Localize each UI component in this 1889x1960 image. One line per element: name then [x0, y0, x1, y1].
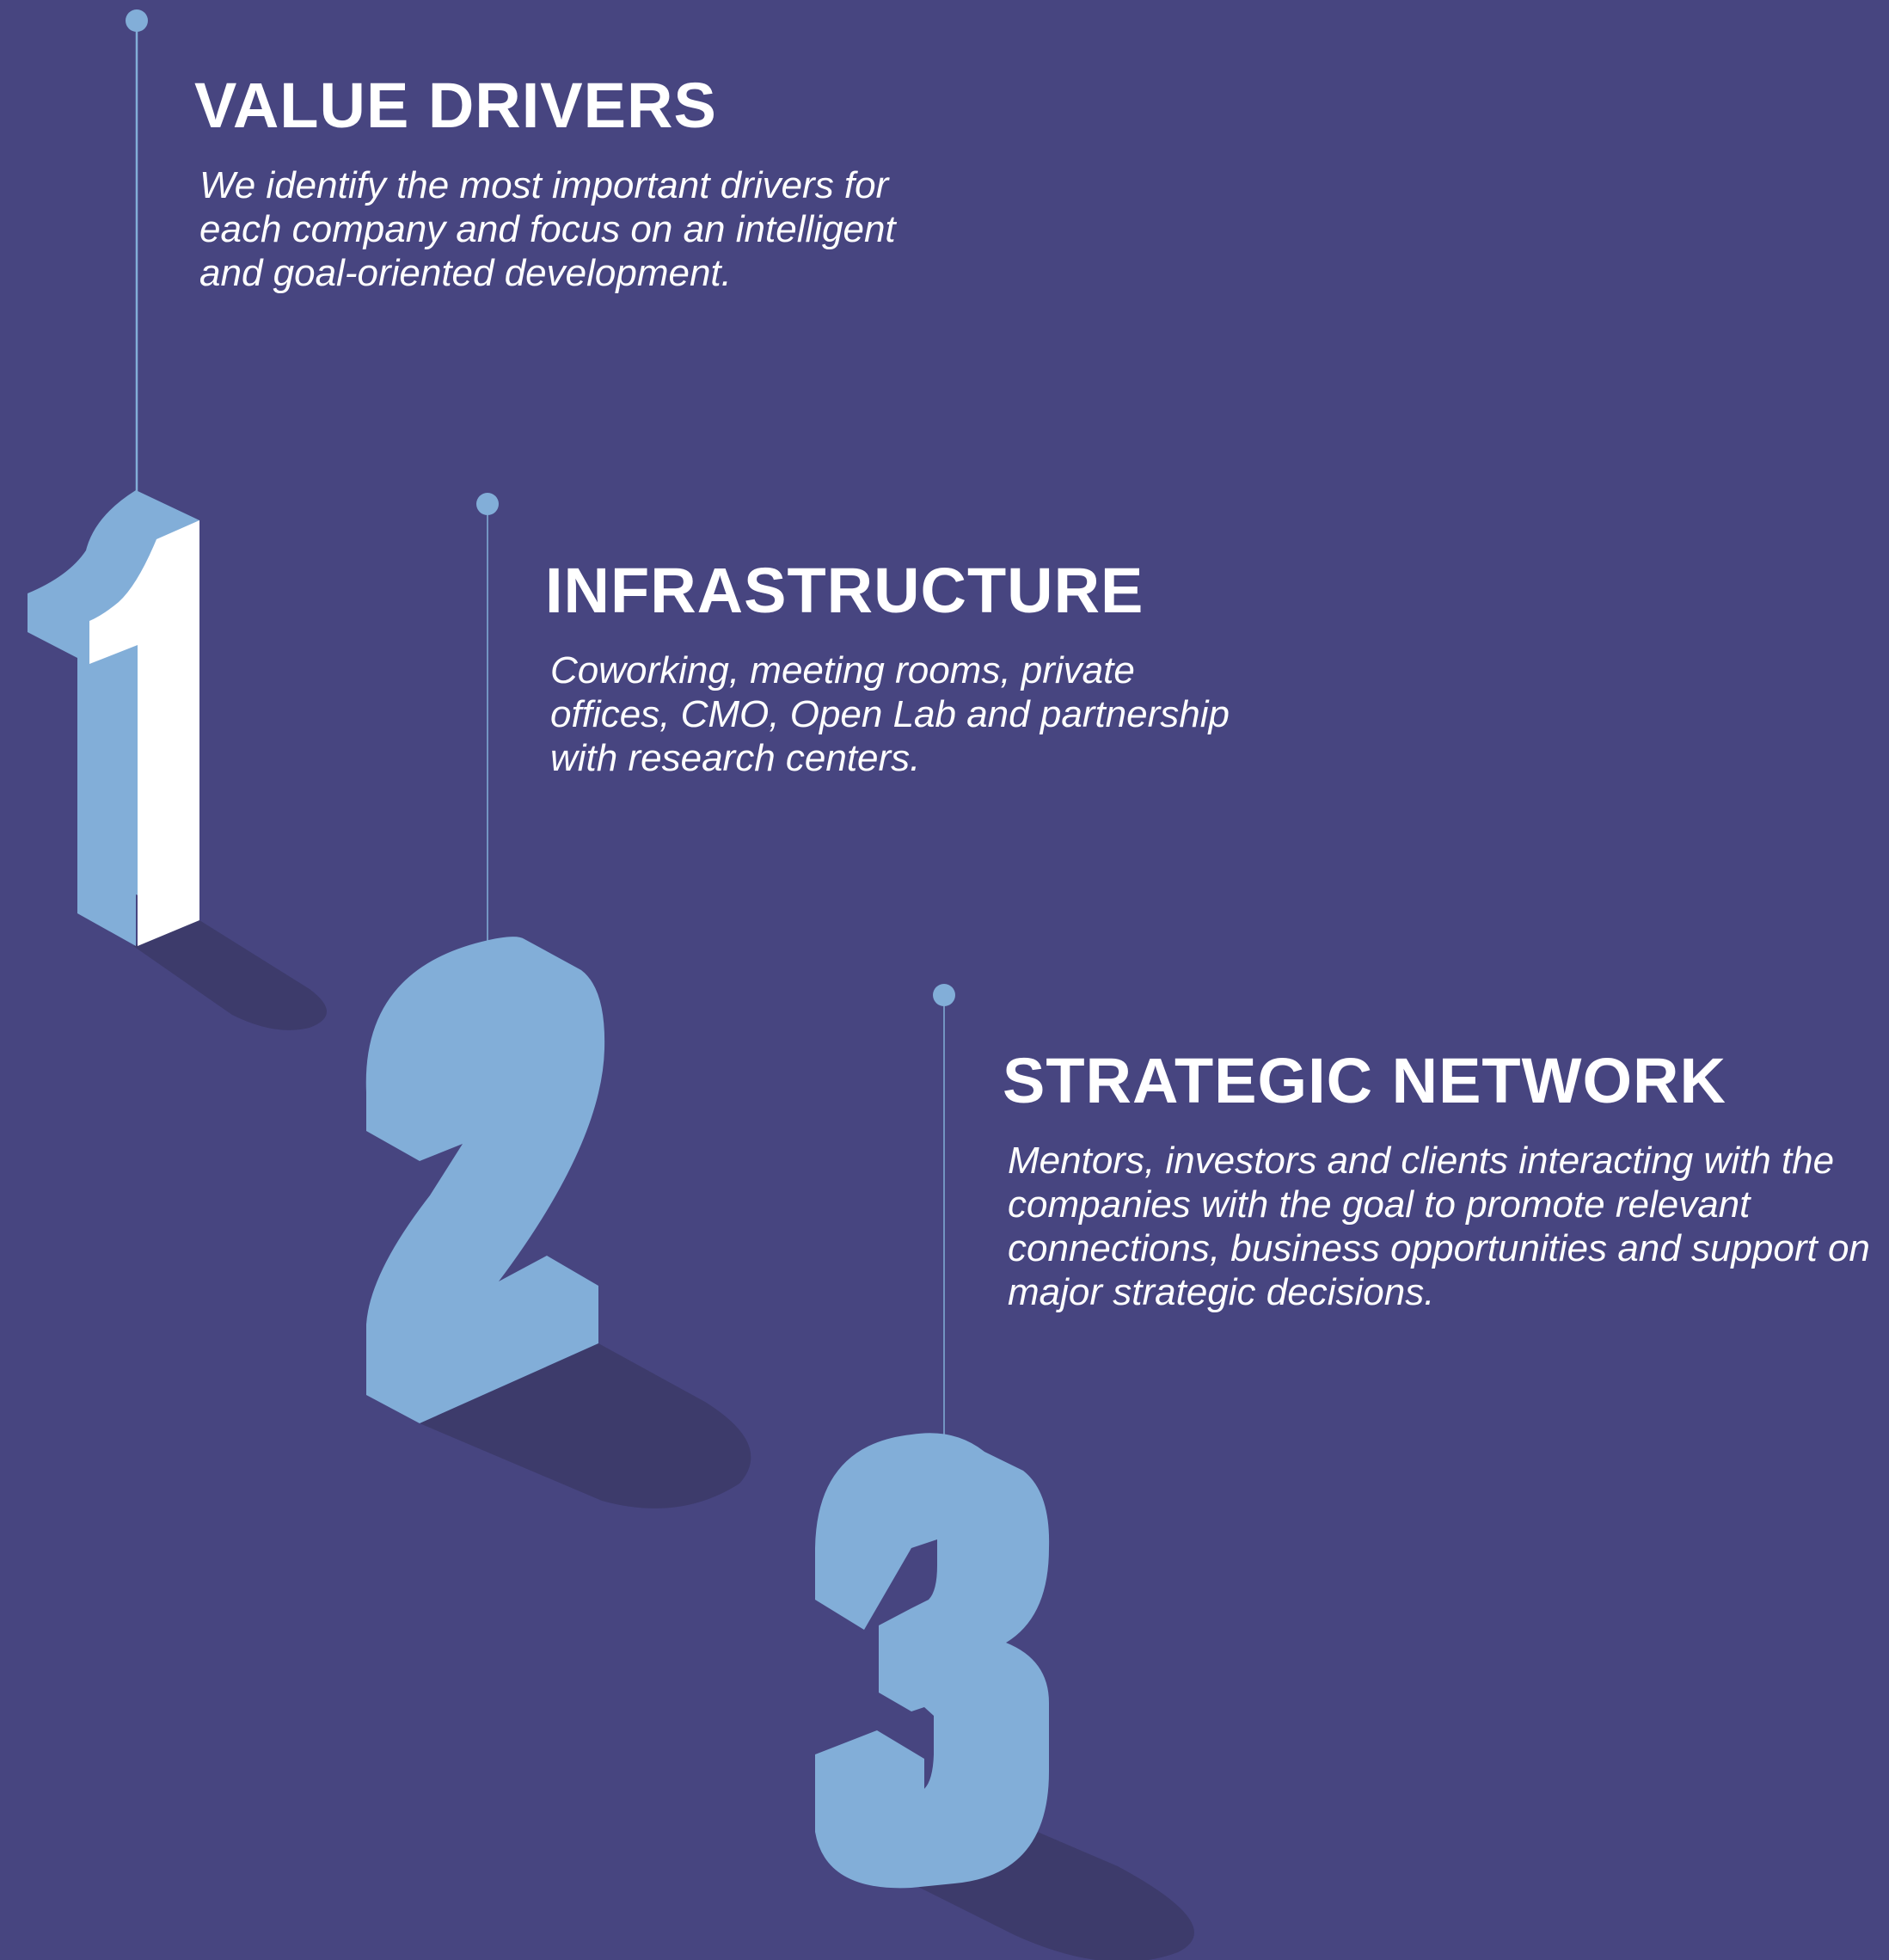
- step-3-title: STRATEGIC NETWORK: [1003, 1045, 1726, 1116]
- step-1-title: VALUE DRIVERS: [194, 70, 717, 141]
- numeral-3-body: [815, 1433, 1050, 1889]
- numeral-2-shadow: [420, 1343, 751, 1508]
- step-1-connector-dot: [126, 9, 148, 32]
- step-2-description: Coworking, meeting rooms, private office…: [550, 649, 1230, 779]
- step-1-description: We identify the most important drivers f…: [199, 164, 896, 294]
- numeral-1-shadow: [133, 920, 327, 1030]
- step-1-graphic: 1: [28, 9, 327, 1030]
- numeral-2-body: [365, 937, 605, 1423]
- step-3-connector-dot: [933, 984, 955, 1006]
- numeral-1-face: [89, 520, 199, 946]
- step-3-description: Mentors, investors and clients interacti…: [1008, 1140, 1870, 1313]
- step-2-graphic: 2: [365, 493, 751, 1508]
- step-2-connector-dot: [476, 493, 499, 515]
- step-3-graphic: 3: [815, 984, 1194, 1960]
- step-2-title: INFRASTRUCTURE: [545, 555, 1144, 626]
